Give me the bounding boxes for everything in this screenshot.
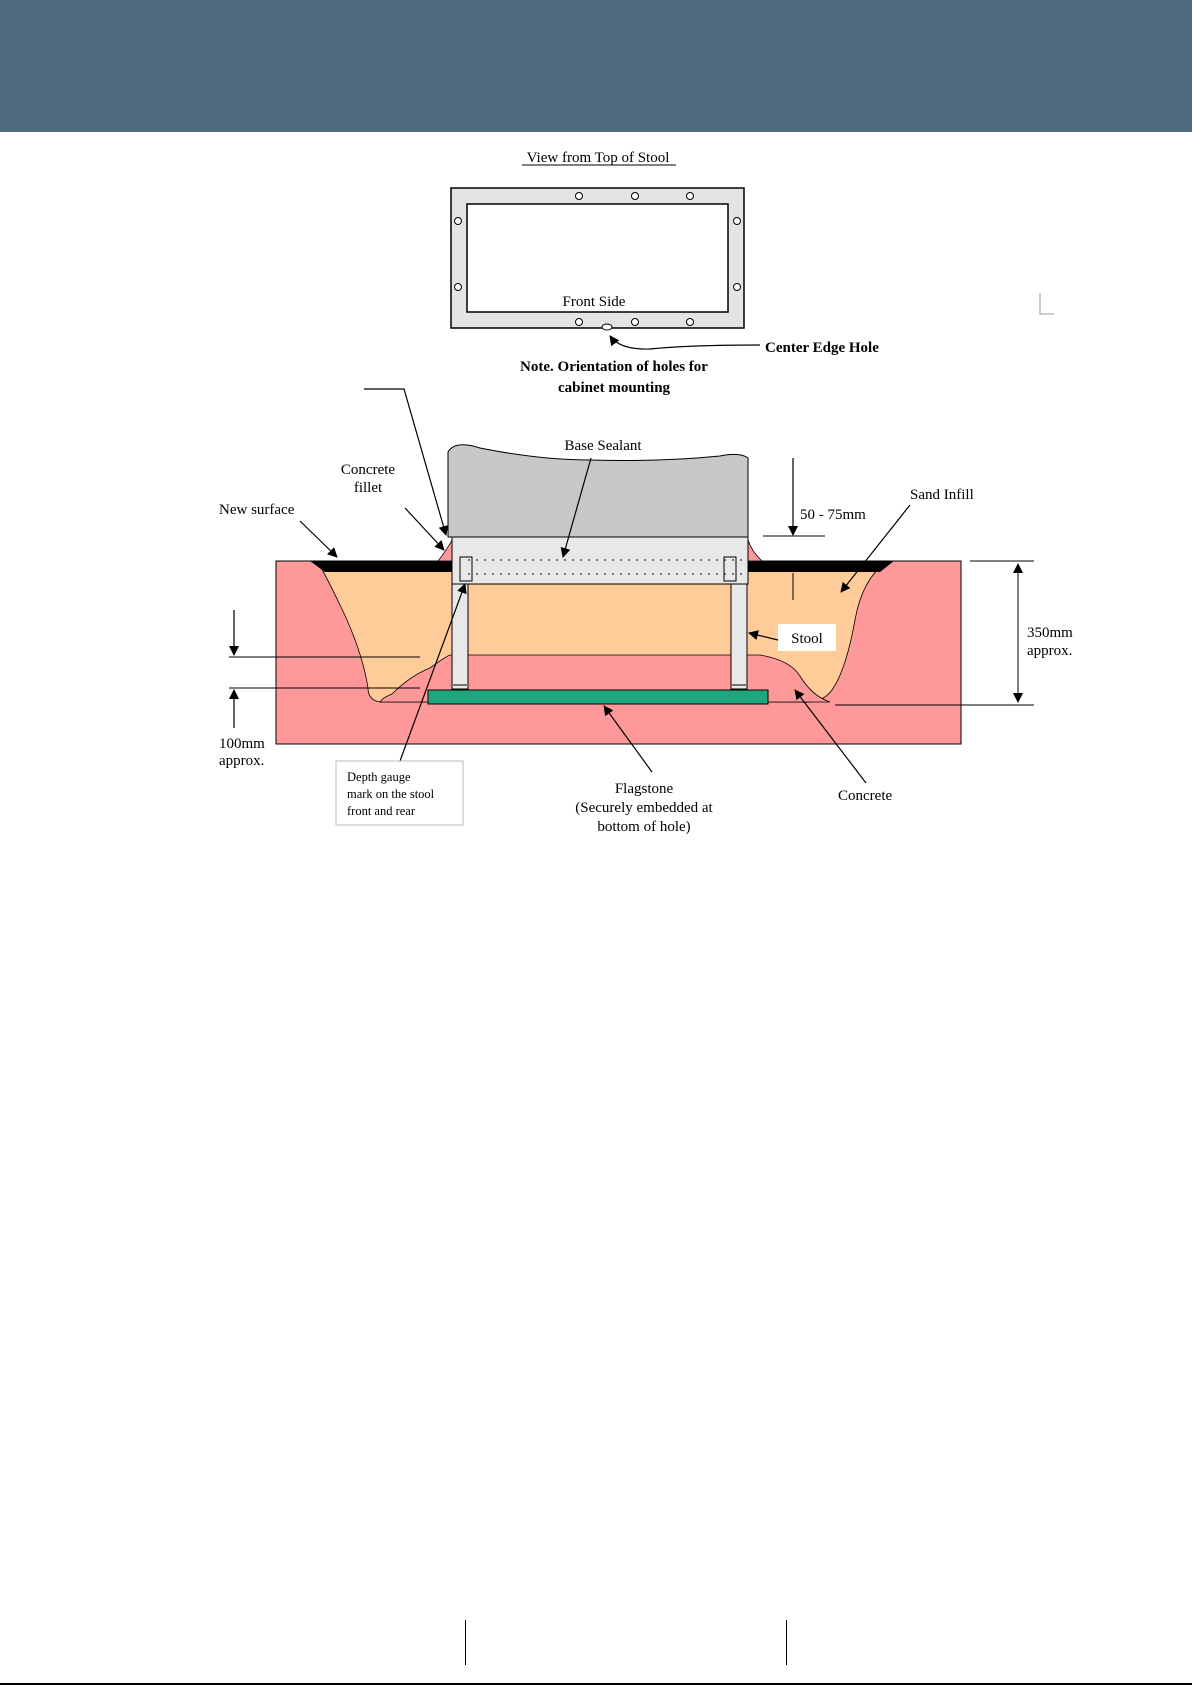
flagstone	[428, 690, 768, 704]
new-surface-arrow	[300, 521, 337, 557]
depth-gauge-label-3: front and rear	[347, 804, 416, 818]
concrete-fillet-arrow	[405, 508, 444, 550]
mounting-hole	[687, 319, 694, 326]
corner-mark	[1040, 293, 1054, 314]
center-edge-hole-arrow	[610, 336, 760, 349]
mounting-hole	[455, 218, 462, 225]
concrete-fillet-label-1: Concrete	[341, 462, 395, 478]
footer-divider-right	[786, 1620, 787, 1665]
front-side-label: Front Side	[563, 294, 626, 310]
cabinet	[448, 445, 748, 537]
gap-dimension-label: 50 - 75mm	[800, 507, 866, 523]
mounting-hole	[455, 284, 462, 291]
new-surface-label: New surface	[219, 502, 295, 518]
depth-label-2: approx.	[1027, 643, 1072, 659]
depth-gauge-label-2: mark on the stool	[347, 787, 435, 801]
new-surface-left	[310, 561, 452, 572]
orientation-note-line2: cabinet mounting	[558, 380, 671, 396]
mounting-hole	[734, 284, 741, 291]
sand-infill-label: Sand Infill	[910, 487, 974, 503]
new-surface-right	[748, 561, 894, 572]
mounting-hole	[687, 193, 694, 200]
flagstone-label-1: Flagstone	[615, 781, 674, 797]
mounting-hole	[576, 319, 583, 326]
stool-label: Stool	[791, 631, 823, 647]
footer-divider-left	[465, 1620, 466, 1665]
mounting-hole	[632, 319, 639, 326]
mounting-hole	[576, 193, 583, 200]
depth-gauge-label-1: Depth gauge	[347, 770, 411, 784]
concrete-label: Concrete	[838, 788, 892, 804]
concrete-fillet-left	[438, 540, 452, 561]
bottom-label-1: 100mm	[219, 736, 265, 752]
mounting-hole	[632, 193, 639, 200]
orientation-note-line1: Note. Orientation of holes for	[520, 359, 708, 375]
concrete-fillet-right	[748, 540, 762, 561]
cross-section: Base Sealant Concrete fillet New surface…	[219, 389, 1073, 835]
bottom-label-2: approx.	[219, 753, 264, 769]
depth-label-1: 350mm	[1027, 625, 1073, 641]
mounting-hole	[734, 218, 741, 225]
base-sealant-label: Base Sealant	[564, 438, 642, 454]
center-edge-hole	[602, 324, 612, 330]
top-view: View from Top of Stool Front Side Center…	[451, 150, 1054, 396]
concrete-fillet-label-2: fillet	[354, 480, 383, 496]
flagstone-label-3: bottom of hole)	[597, 819, 690, 835]
flagstone-label-2: (Securely embedded at	[575, 800, 713, 816]
top-view-title: View from Top of Stool	[527, 150, 670, 166]
center-edge-hole-label: Center Edge Hole	[765, 340, 879, 356]
